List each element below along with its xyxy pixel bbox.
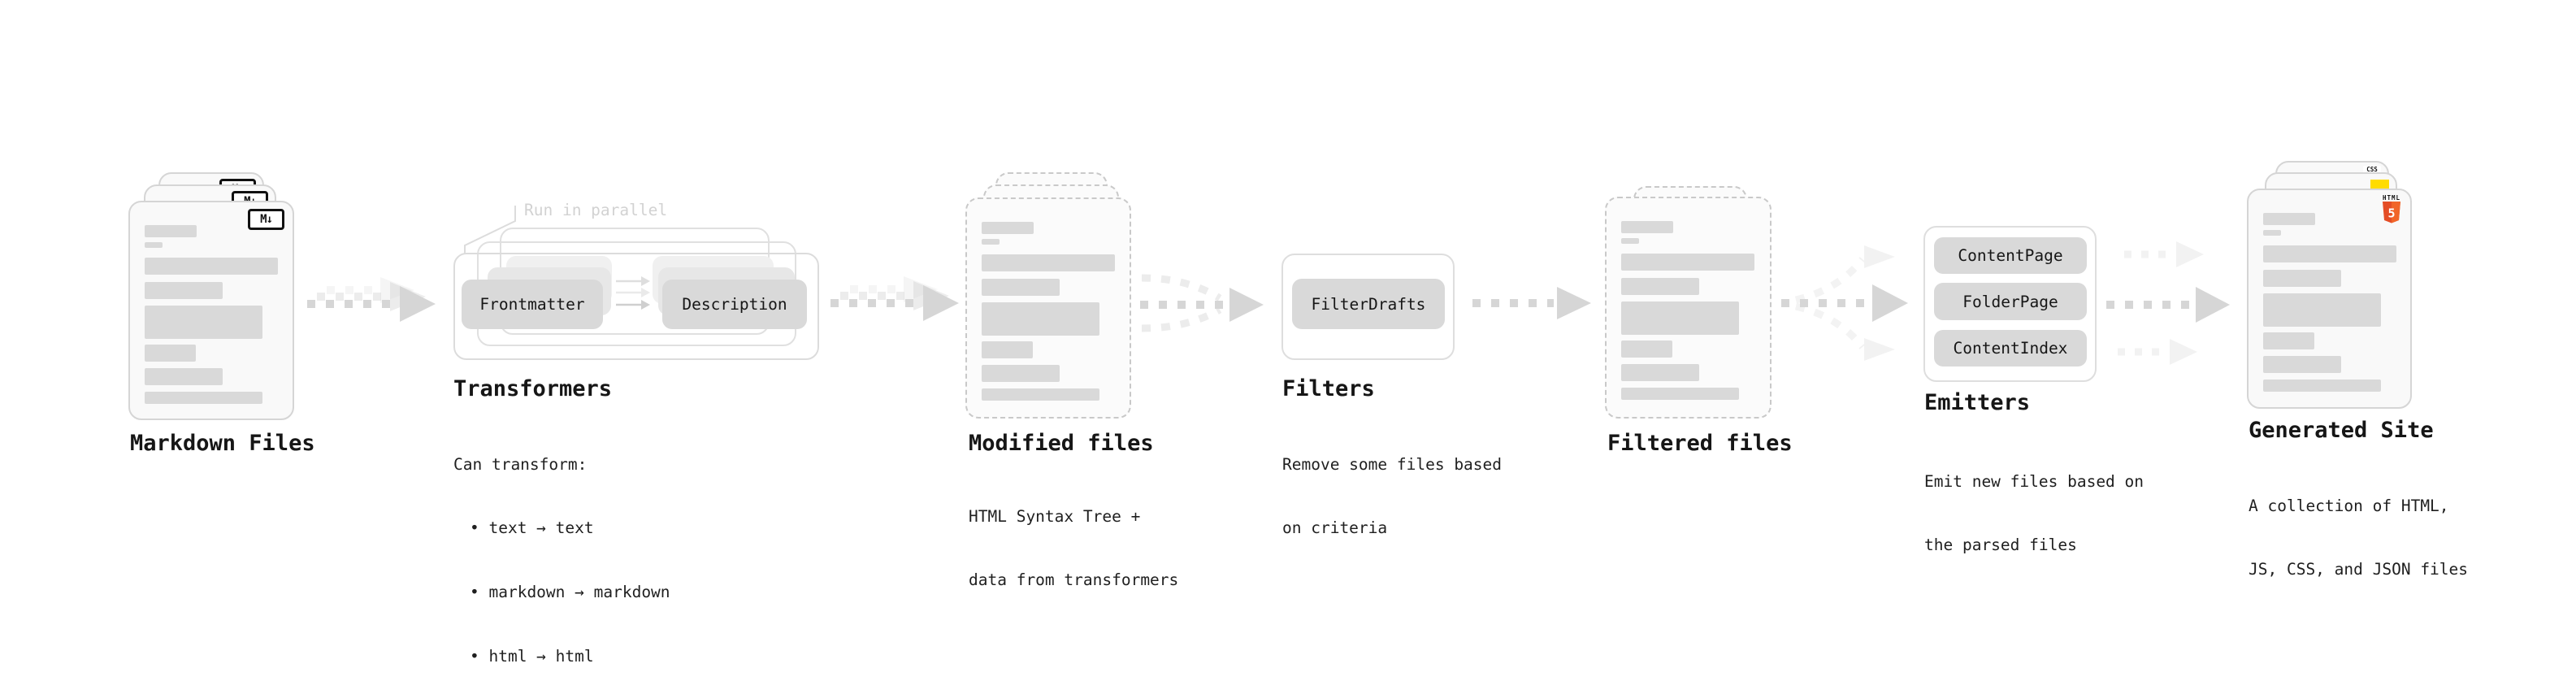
skeleton-bar bbox=[2263, 380, 2381, 392]
contentindex-pill: ContentIndex bbox=[1934, 330, 2087, 367]
skeleton-bar bbox=[982, 341, 1033, 358]
doc-skeleton bbox=[1621, 198, 1754, 400]
description-line: data from transformers bbox=[969, 570, 1179, 590]
arrow-filters-to-filtered bbox=[1472, 287, 1591, 319]
skeleton-bar bbox=[2263, 332, 2314, 349]
arrow-emitters-to-generated bbox=[2106, 241, 2230, 365]
skeleton-bar bbox=[2263, 270, 2341, 287]
stage-title: Emitters bbox=[1924, 390, 2031, 415]
doc-skeleton bbox=[145, 202, 278, 404]
description-line: • text → text bbox=[470, 518, 594, 538]
description-line: A collection of HTML, bbox=[2249, 496, 2449, 515]
generated-doc-front: HTML 5 bbox=[2247, 189, 2412, 409]
skeleton-bar bbox=[982, 254, 1115, 271]
skeleton-bar bbox=[145, 306, 262, 339]
skeleton-bar bbox=[1621, 340, 1672, 358]
description-line: • markdown → markdown bbox=[470, 583, 670, 602]
stage-title: Filtered files bbox=[1607, 431, 1793, 456]
skeleton-bar bbox=[982, 279, 1060, 296]
skeleton-bar bbox=[145, 258, 278, 275]
skeleton-bar bbox=[145, 368, 223, 385]
skeleton-bar bbox=[1621, 238, 1639, 244]
skeleton-bar bbox=[2263, 213, 2315, 225]
stage-title: Modified files bbox=[969, 431, 1154, 456]
skeleton-bar bbox=[982, 302, 1099, 336]
modified-doc-front bbox=[965, 197, 1131, 419]
stage-title: Generated Site bbox=[2249, 418, 2434, 443]
frontmatter-pill: Frontmatter bbox=[462, 280, 603, 329]
skeleton-bar bbox=[2263, 230, 2281, 236]
description-line: Emit new files based on bbox=[1924, 471, 2144, 491]
skeleton-bar bbox=[982, 239, 1000, 245]
description-line: on criteria bbox=[1282, 518, 1388, 538]
skeleton-bar bbox=[982, 222, 1034, 234]
stage-title: Filters bbox=[1282, 376, 1375, 401]
skeleton-bar bbox=[145, 242, 163, 248]
markdown-icon: M↓ bbox=[248, 209, 284, 230]
stage-title: Transformers bbox=[453, 376, 613, 401]
filterdrafts-pill: FilterDrafts bbox=[1292, 279, 1445, 329]
arrow-transformers-to-modified bbox=[830, 276, 959, 321]
stage-description: Remove some files based on criteria bbox=[1282, 411, 1502, 582]
skeleton-bar bbox=[982, 365, 1060, 382]
skeleton-bar bbox=[145, 392, 262, 404]
skeleton-bar bbox=[145, 345, 196, 362]
doc-skeleton bbox=[2263, 190, 2396, 392]
stage-description: HTML Syntax Tree + data from transformer… bbox=[969, 463, 1178, 634]
filtered-doc-front bbox=[1605, 197, 1772, 419]
css-label: CSS bbox=[2366, 166, 2378, 173]
description-line: HTML Syntax Tree + bbox=[969, 506, 1141, 526]
arrow-filtered-to-emitters bbox=[1781, 245, 1908, 361]
skeleton-bar bbox=[1621, 388, 1739, 400]
svg-text:5: 5 bbox=[2387, 206, 2395, 221]
html5-shield-icon: 5 bbox=[2383, 202, 2400, 223]
stage-description: A collection of HTML, JS, CSS, and JSON … bbox=[2249, 453, 2468, 623]
description-line: the parsed files bbox=[1924, 536, 2077, 555]
stage-description: Emit new files based on the parsed files bbox=[1924, 428, 2144, 599]
skeleton-bar bbox=[1621, 221, 1673, 233]
arrow-markdown-to-transformers bbox=[307, 277, 436, 322]
skeleton-bar bbox=[2263, 245, 2396, 262]
stage-title: Markdown Files bbox=[130, 431, 315, 456]
description-pill: Description bbox=[662, 280, 807, 329]
skeleton-bar bbox=[2263, 293, 2381, 327]
skeleton-bar bbox=[1621, 254, 1754, 271]
skeleton-bar bbox=[982, 388, 1099, 401]
contentpage-pill: ContentPage bbox=[1934, 237, 2087, 274]
description-line: • html → html bbox=[470, 647, 594, 666]
doc-skeleton bbox=[982, 199, 1115, 401]
stage-description: Can transform: • text → text • markdown … bbox=[453, 411, 670, 681]
description-line: Can transform: bbox=[453, 454, 588, 474]
description-line: JS, CSS, and JSON files bbox=[2249, 560, 2469, 579]
html5-icon: HTML 5 bbox=[2380, 194, 2403, 223]
folderpage-pill: FolderPage bbox=[1934, 283, 2087, 320]
skeleton-bar bbox=[1621, 301, 1739, 335]
run-in-parallel-label: Run in parallel bbox=[524, 201, 668, 219]
markdown-doc-front: M↓ bbox=[128, 201, 294, 420]
html5-label: HTML bbox=[2382, 194, 2401, 202]
skeleton-bar bbox=[2263, 356, 2341, 373]
skeleton-bar bbox=[145, 225, 197, 237]
description-line: Remove some files based bbox=[1282, 454, 1503, 474]
skeleton-bar bbox=[145, 282, 223, 299]
transformer-box-front bbox=[453, 253, 819, 360]
skeleton-bar bbox=[1621, 278, 1699, 295]
js-file-icon bbox=[2370, 180, 2389, 189]
arrow-modified-to-filters bbox=[1140, 274, 1264, 332]
skeleton-bar bbox=[1621, 364, 1699, 381]
